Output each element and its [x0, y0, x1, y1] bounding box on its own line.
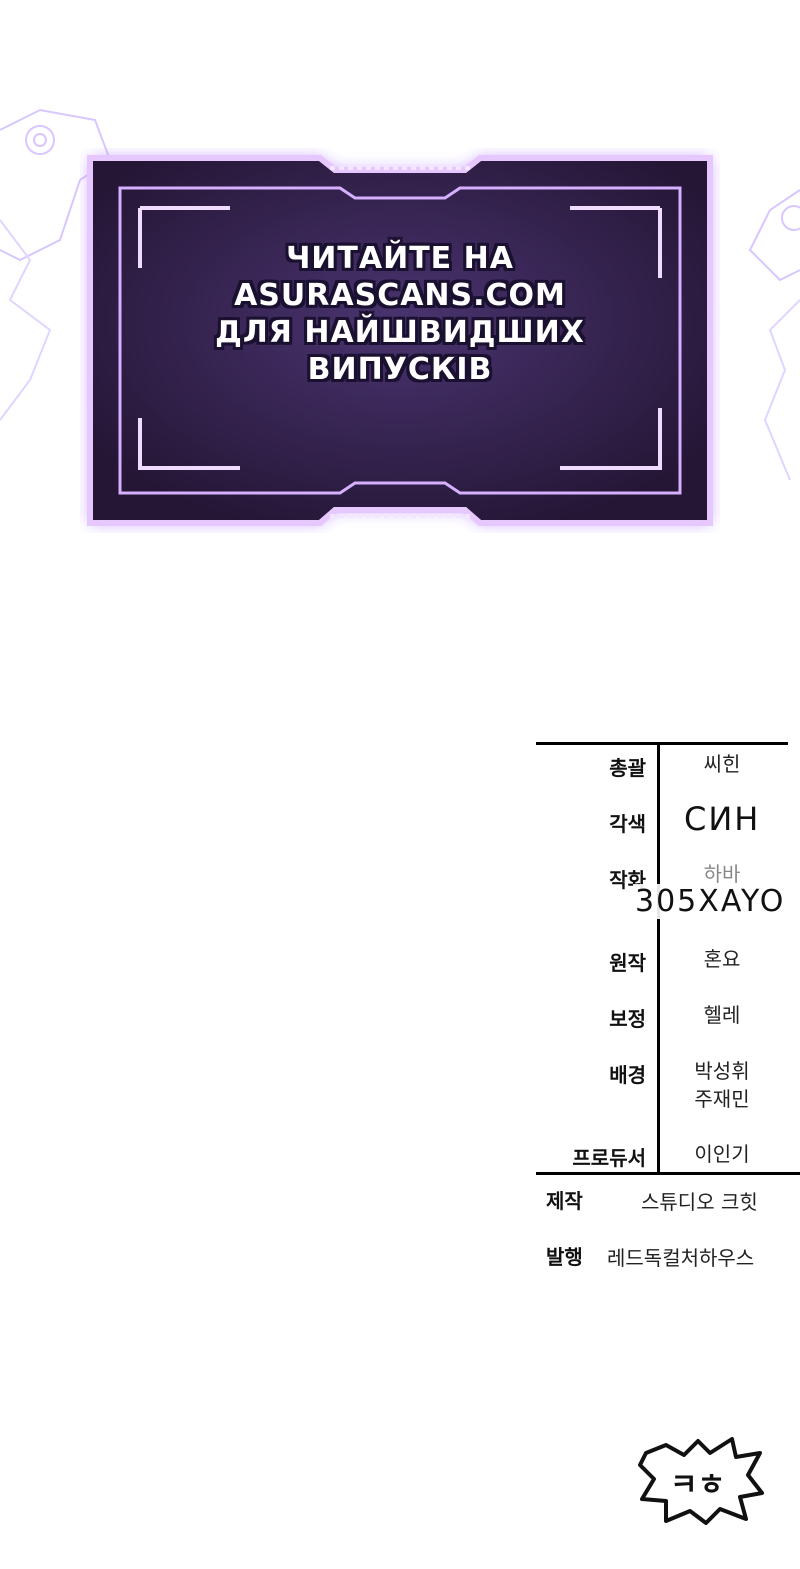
production-name: 스튜디오 크힛	[641, 1190, 758, 1214]
publisher-label: 발행	[546, 1245, 583, 1269]
role-label: 작화	[609, 868, 646, 892]
role-label: 각색	[609, 812, 646, 836]
promo-banner-frame: Читайте на asurascans.com для найшвидших…	[80, 148, 720, 533]
name-value: 씨힌	[703, 752, 741, 776]
credits-divider	[657, 742, 660, 1174]
name-value: 박성휘	[694, 1059, 750, 1083]
production-label: 제작	[546, 1189, 583, 1213]
role-label: 총괄	[609, 756, 646, 780]
credits-top-rule	[536, 742, 788, 745]
role-label: 원작	[609, 951, 646, 975]
frame-graphic	[87, 155, 713, 526]
promo-line-3: для найшвидших	[215, 315, 585, 350]
role-label: 보정	[609, 1007, 646, 1031]
sfx-text: ㅋㅎ	[670, 1468, 726, 1503]
publisher-name: 레드독컬처하우스	[607, 1246, 755, 1270]
name-value: 하바	[703, 862, 741, 886]
promo-line-4: випусків	[307, 352, 493, 387]
promo-text: Читайте на asurascans.com для найшвидших…	[140, 240, 660, 388]
name-value: 혼요	[703, 947, 741, 971]
decorative-circuit-outline-right	[748, 189, 800, 481]
name-value: 이인기	[694, 1142, 750, 1166]
name-value: 주재민	[694, 1087, 750, 1111]
name-value: 헬레	[703, 1003, 741, 1027]
promo-line-1: Читайте на	[286, 241, 514, 276]
sfx-burst-icon	[638, 1437, 764, 1525]
promo-line-2: asurascans.com	[234, 278, 566, 313]
role-label: 배경	[609, 1063, 646, 1087]
credits-bottom-rule	[536, 1172, 800, 1175]
overlay-text: 305XAYO	[633, 884, 786, 919]
role-label: 프로듀서	[572, 1146, 646, 1170]
name-value: СИН	[684, 800, 761, 838]
